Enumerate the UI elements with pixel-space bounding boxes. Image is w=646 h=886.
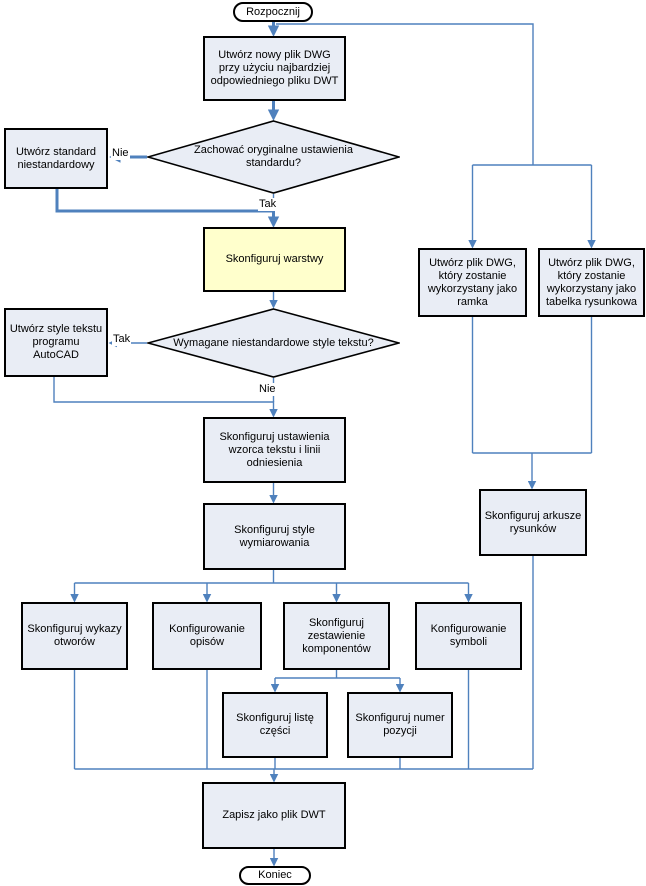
- node-symbols-label: Konfigurowanie symboli: [430, 623, 507, 648]
- edge-label-decision1-no: Nie: [111, 147, 130, 160]
- node-configure-layers: Skonfiguruj warstwy: [203, 227, 346, 292]
- edge-label-decision2-no: Nie: [258, 383, 277, 396]
- edge-label-decision1-yes: Tak: [258, 198, 278, 211]
- node-custom-standard-label: Utwórz standard niestandardowy: [15, 145, 97, 171]
- node-drawing-sheets: Skonfiguruj arkusze rysunków: [479, 489, 587, 556]
- node-item-number-label: Skonfiguruj numer pozycji: [355, 712, 445, 737]
- node-decision-text-styles: Wymagane niestandardowe style tekstu?: [147, 308, 400, 378]
- node-decision-standard-label: Zachować oryginalne ustawienia standardu…: [194, 144, 353, 169]
- node-component-sets: Skonfiguruj zestawienie komponentów: [283, 602, 390, 670]
- node-end: Koniec: [239, 866, 311, 885]
- node-end-label: Koniec: [258, 869, 292, 881]
- node-dimension-styles: Skonfiguruj style wymiarowania: [203, 503, 346, 570]
- diamond-shape: [147, 308, 400, 378]
- node-create-dwg: Utwórz nowy plik DWG przy użyciu najbard…: [203, 36, 346, 101]
- node-save-dwt-label: Zapisz jako plik DWT: [222, 809, 326, 821]
- node-decision-standard: Zachować oryginalne ustawienia standardu…: [147, 120, 400, 194]
- node-annotations-label: Konfigurowanie opisów: [169, 623, 245, 648]
- node-dimension-styles-label: Skonfiguruj style wymiarowania: [234, 523, 315, 549]
- node-text-leader-settings: Skonfiguruj ustawienia wzorca tekstu i l…: [203, 417, 346, 483]
- node-dwg-title-block-label: Utwórz plik DWG, który zostanie wykorzys…: [545, 256, 638, 308]
- node-configure-layers-label: Skonfiguruj warstwy: [225, 253, 324, 265]
- node-dwg-frame-label: Utwórz plik DWG, który zostanie wykorzys…: [427, 256, 518, 308]
- edge-label-decision2-yes: Tak: [112, 333, 132, 346]
- node-save-dwt: Zapisz jako plik DWT: [202, 782, 346, 849]
- node-annotations: Konfigurowanie opisów: [152, 602, 262, 670]
- node-symbols: Konfigurowanie symboli: [415, 602, 522, 670]
- node-item-number: Skonfiguruj numer pozycji: [347, 692, 453, 758]
- node-dwg-title-block: Utwórz plik DWG, który zostanie wykorzys…: [538, 248, 645, 317]
- node-parts-list: Skonfiguruj listę części: [222, 692, 328, 758]
- node-text-leader-settings-label: Skonfiguruj ustawienia wzorca tekstu i l…: [219, 430, 330, 469]
- node-start-label: Rozpocznij: [246, 5, 300, 18]
- node-autocad-text-styles: Utwórz style tekstu programu AutoCAD: [4, 308, 108, 377]
- node-hole-charts-label: Skonfiguruj wykazy otworów: [27, 623, 122, 648]
- node-parts-list-label: Skonfiguruj listę części: [236, 712, 314, 737]
- node-decision-text-styles-label: Wymagane niestandardowe style tekstu?: [173, 336, 374, 349]
- diamond-shape: [147, 120, 400, 194]
- node-autocad-text-styles-label: Utwórz style tekstu programu AutoCAD: [9, 323, 103, 361]
- node-custom-standard: Utwórz standard niestandardowy: [4, 128, 108, 189]
- node-start: Rozpocznij: [233, 2, 313, 22]
- node-drawing-sheets-label: Skonfiguruj arkusze rysunków: [484, 509, 582, 535]
- node-component-sets-label: Skonfiguruj zestawienie komponentów: [302, 616, 371, 655]
- node-hole-charts: Skonfiguruj wykazy otworów: [21, 602, 128, 670]
- node-dwg-frame: Utwórz plik DWG, który zostanie wykorzys…: [418, 248, 527, 317]
- node-create-dwg-label: Utwórz nowy plik DWG przy użyciu najbard…: [210, 49, 339, 87]
